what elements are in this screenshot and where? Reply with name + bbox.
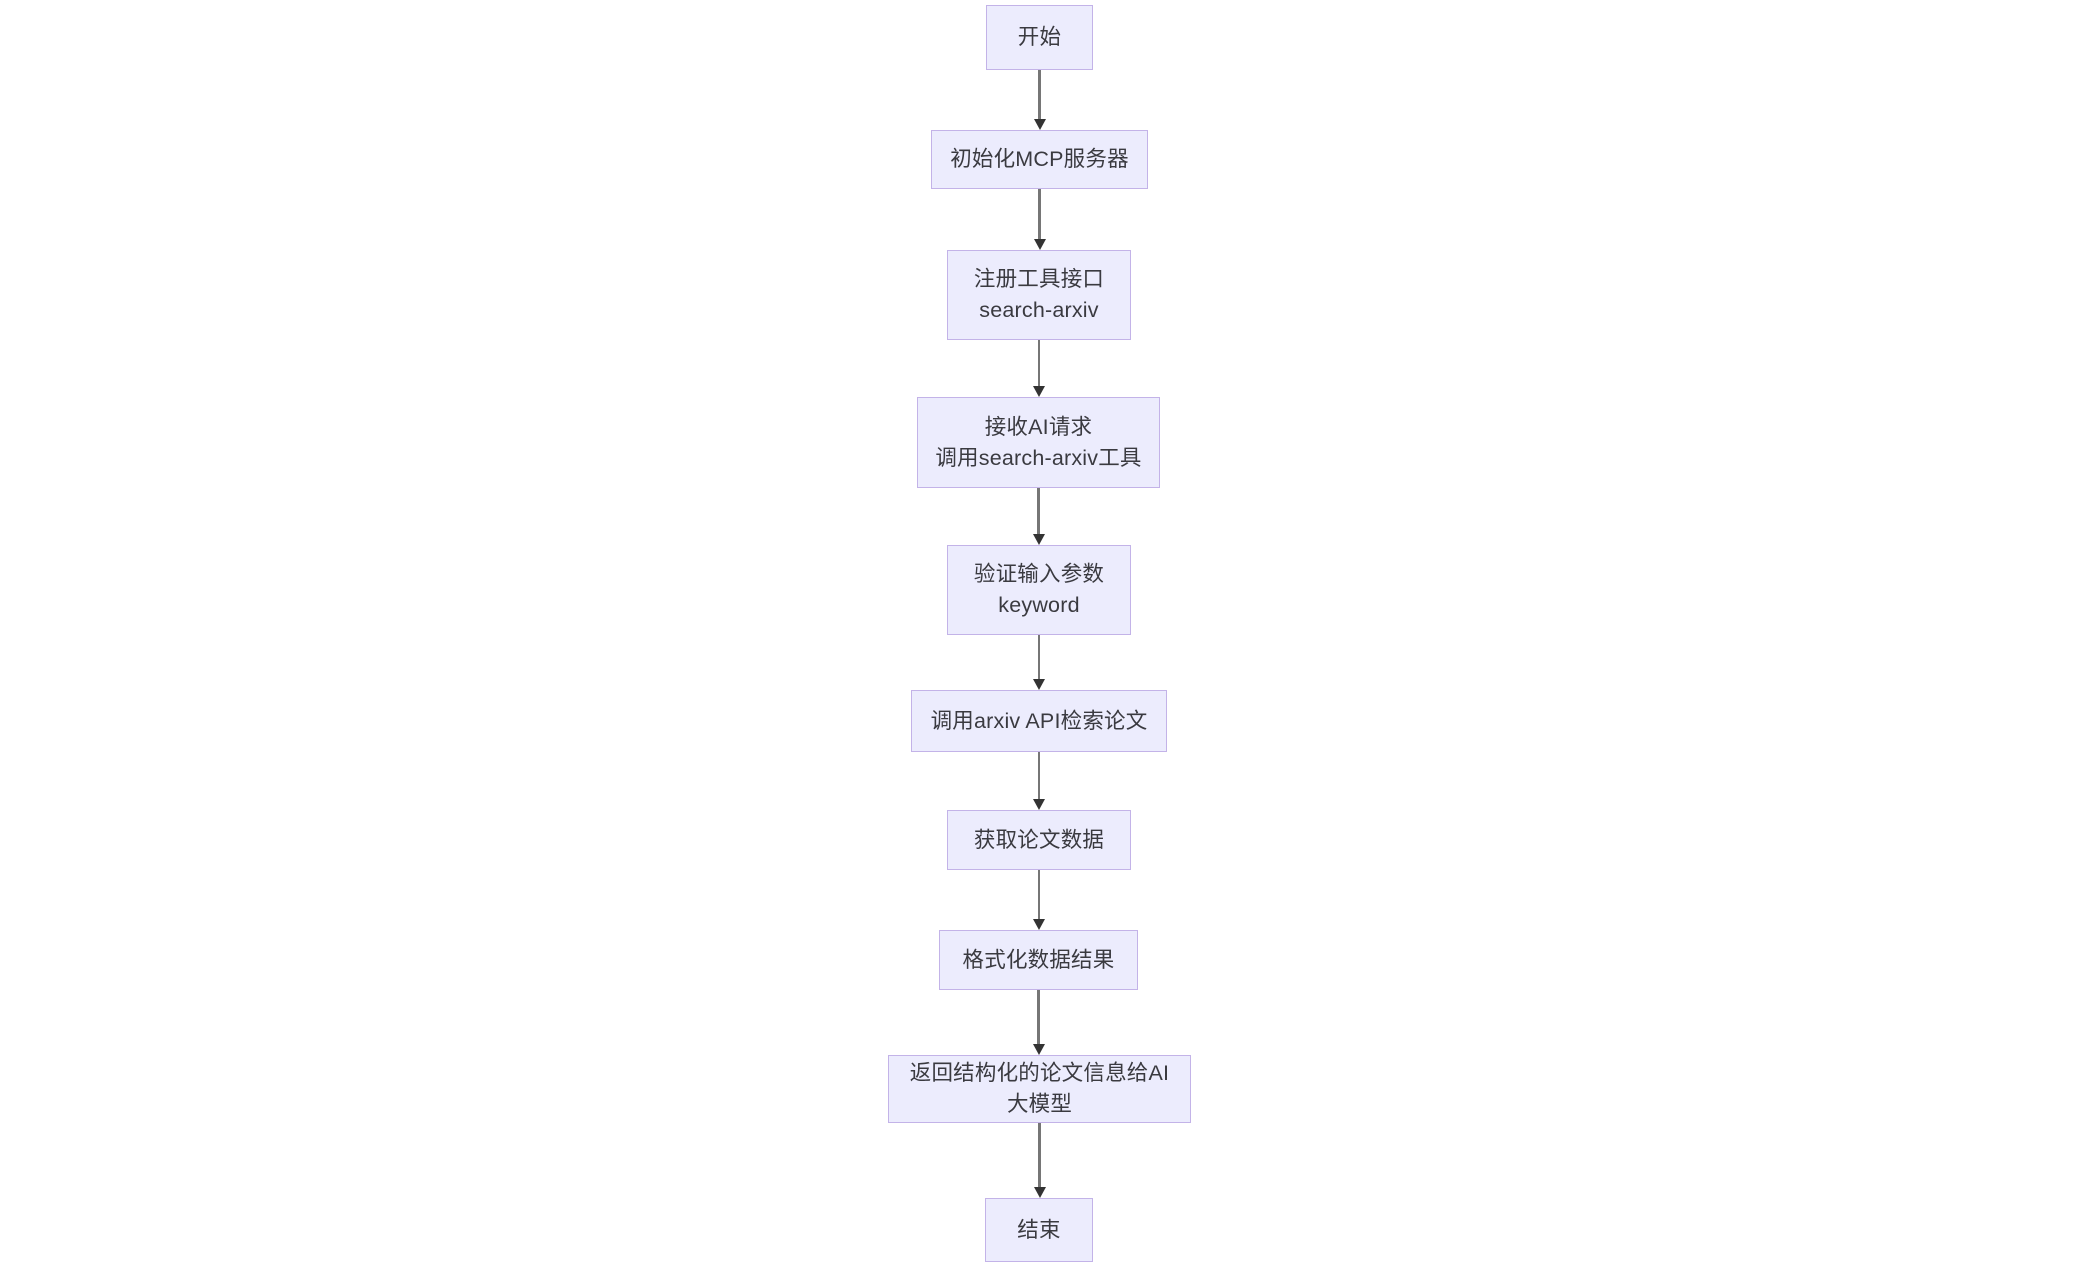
arrow-line (1037, 870, 1041, 921)
flow-node-sublabel: keyword (998, 593, 1080, 617)
flow-arrow-fetch-to-format (1033, 870, 1046, 930)
flow-node-label: 验证输入参数 (973, 562, 1105, 587)
flow-arrow-format-to-return (1032, 990, 1045, 1055)
flow-node-end[interactable]: 结束 (985, 1198, 1093, 1262)
flow-node-label: 调用arxiv API检索论文 (930, 708, 1148, 733)
arrow-head-icon (1033, 239, 1046, 250)
flow-node-label: 接收AI请求 (984, 414, 1093, 439)
flow-node-label: 格式化数据结果 (962, 947, 1115, 972)
flow-node-validate[interactable]: 验证输入参数 keyword (947, 545, 1131, 635)
flow-node-init[interactable]: 初始化MCP服务器 (931, 130, 1148, 189)
arrow-line (1038, 70, 1041, 121)
flow-node-callapi[interactable]: 调用arxiv API检索论文 (911, 690, 1167, 752)
flow-node-register[interactable]: 注册工具接口 search-arxiv (947, 250, 1131, 340)
flow-arrow-callapi-to-fetch (1033, 752, 1046, 810)
flow-node-start[interactable]: 开始 (986, 5, 1093, 70)
flow-arrow-receive-to-validate (1032, 488, 1045, 545)
flow-node-label: 结束 (1017, 1217, 1061, 1242)
flow-node-fetch[interactable]: 获取论文数据 (947, 810, 1131, 870)
arrow-head-icon (1032, 534, 1045, 545)
flow-node-return[interactable]: 返回结构化的论文信息给AI 大模型 (888, 1055, 1191, 1123)
arrow-line (1037, 635, 1041, 681)
arrow-head-icon (1033, 1187, 1046, 1198)
arrow-head-icon (1033, 919, 1046, 930)
flow-arrow-return-to-end (1033, 1123, 1046, 1198)
flow-node-sublabel: search-arxiv (979, 298, 1099, 322)
arrow-line (1037, 990, 1040, 1046)
arrow-head-icon (1033, 386, 1046, 397)
flow-node-receive[interactable]: 接收AI请求调用search-arxiv工具 (917, 397, 1160, 488)
flow-node-format[interactable]: 格式化数据结果 (939, 930, 1138, 990)
flow-node-label: 获取论文数据 (973, 827, 1105, 852)
flow-node-label: 初始化MCP服务器 (950, 147, 1129, 172)
arrow-head-icon (1033, 799, 1046, 810)
flow-node-label: 开始 (1017, 25, 1062, 50)
arrow-line (1037, 752, 1041, 801)
arrow-line (1038, 1123, 1041, 1189)
arrow-line (1037, 488, 1040, 536)
arrow-head-icon (1032, 1044, 1045, 1055)
flow-node-sublabel: 调用search-arxiv工具 (935, 445, 1142, 470)
flow-arrow-validate-to-callapi (1033, 635, 1046, 690)
arrow-line (1037, 340, 1041, 388)
flow-node-label: 注册工具接口 (973, 267, 1105, 292)
flow-arrow-init-to-register (1033, 189, 1046, 250)
flow-node-label: 返回结构化的论文信息给AI (909, 1061, 1170, 1086)
arrow-head-icon (1033, 679, 1046, 690)
arrow-head-icon (1033, 119, 1046, 130)
flow-arrow-register-to-receive (1033, 340, 1046, 397)
flow-arrow-start-to-init (1033, 70, 1046, 130)
flow-node-sublabel: 大模型 (1006, 1092, 1073, 1116)
arrow-line (1038, 189, 1041, 241)
